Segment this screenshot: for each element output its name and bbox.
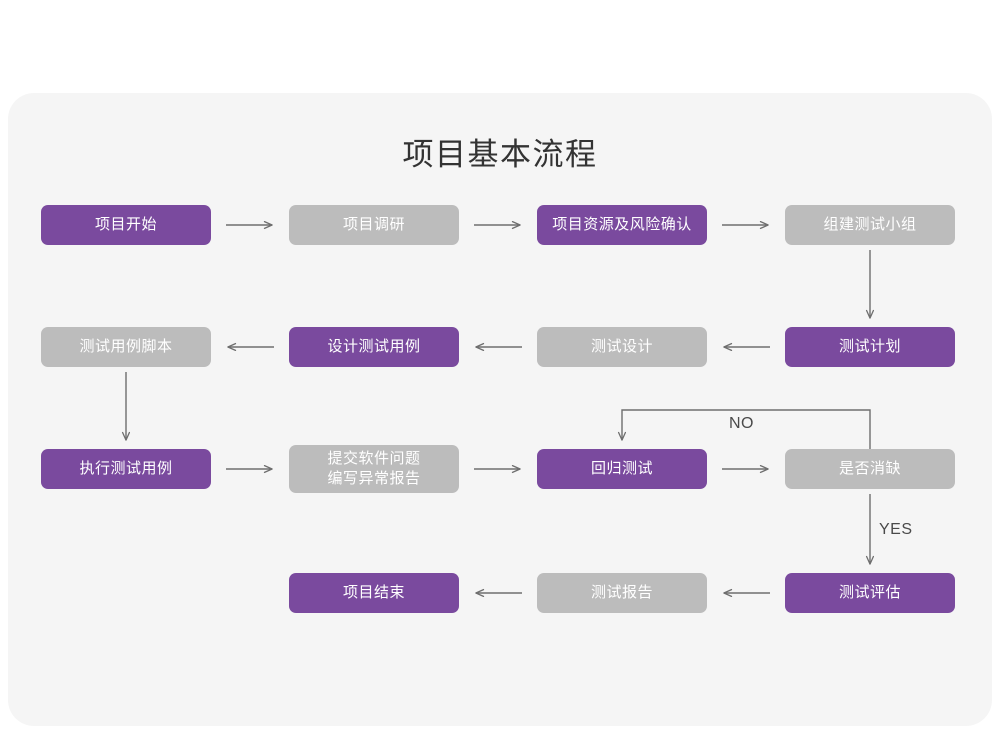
node-test-case-script[interactable]: 测试用例脚本 xyxy=(41,327,211,367)
node-project-end[interactable]: 项目结束 xyxy=(289,573,459,613)
node-label: 执行测试用例 xyxy=(79,460,173,477)
node-label: 项目结束 xyxy=(342,584,405,601)
node-test-report[interactable]: 测试报告 xyxy=(537,573,707,613)
node-label: 提交软件问题 编写异常报告 xyxy=(327,450,421,487)
node-build-test-team[interactable]: 组建测试小组 xyxy=(785,205,955,245)
node-label: 回归测试 xyxy=(590,460,653,477)
node-execute-test-case[interactable]: 执行测试用例 xyxy=(41,449,211,489)
node-label: 项目资源及风险确认 xyxy=(552,216,692,233)
node-design-test-case[interactable]: 设计测试用例 xyxy=(289,327,459,367)
node-label: 项目调研 xyxy=(342,216,405,233)
node-label: 测试计划 xyxy=(838,338,901,355)
node-label: 项目开始 xyxy=(94,216,157,233)
node-resource-risk-confirm[interactable]: 项目资源及风险确认 xyxy=(537,205,707,245)
node-regression-test[interactable]: 回归测试 xyxy=(537,449,707,489)
node-label: 组建测试小组 xyxy=(823,216,917,233)
node-test-evaluation[interactable]: 测试评估 xyxy=(785,573,955,613)
node-project-start[interactable]: 项目开始 xyxy=(41,205,211,245)
node-test-plan[interactable]: 测试计划 xyxy=(785,327,955,367)
node-defect-cleared-decision[interactable]: 是否消缺 xyxy=(785,449,955,489)
node-submit-issue-report[interactable]: 提交软件问题 编写异常报告 xyxy=(289,445,459,493)
edge-label-no: NO xyxy=(729,415,754,432)
node-label: 测试报告 xyxy=(590,584,653,601)
flowchart-card xyxy=(8,93,992,726)
node-label: 测试评估 xyxy=(838,584,901,601)
node-label: 是否消缺 xyxy=(838,460,901,477)
page-title: 项目基本流程 xyxy=(402,137,598,172)
node-label: 测试用例脚本 xyxy=(79,338,173,355)
node-test-design[interactable]: 测试设计 xyxy=(537,327,707,367)
node-label: 测试设计 xyxy=(590,338,653,355)
node-label: 设计测试用例 xyxy=(327,338,421,355)
edge-label-yes: YES xyxy=(879,521,913,538)
node-project-research[interactable]: 项目调研 xyxy=(289,205,459,245)
